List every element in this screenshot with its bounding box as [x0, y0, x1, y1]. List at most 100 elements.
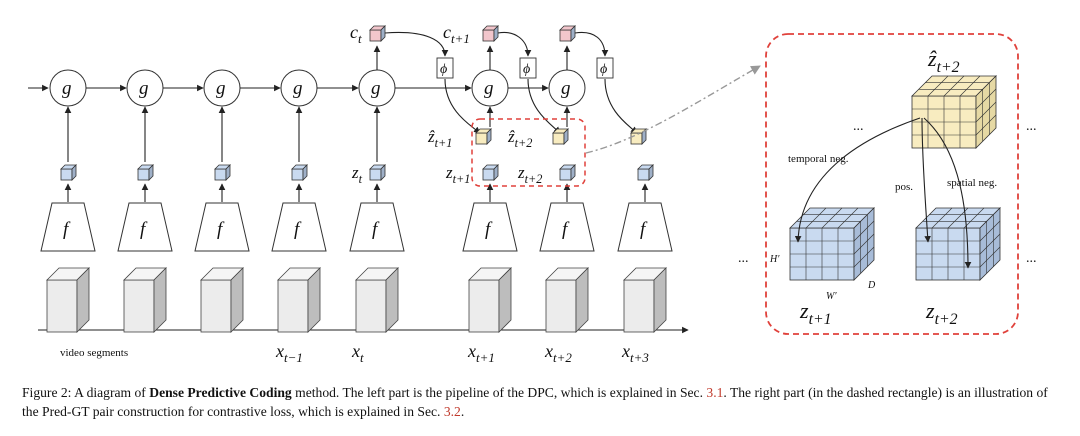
- aggregator-g: g: [358, 69, 396, 107]
- dpc-diagram: f f f f f f f f g g g g g g g ϕ ϕ ϕ ct ct+1 ẑt+1 ẑt+2 zt zt+1 zt…: [28, 22, 1037, 365]
- encoder-f: f: [539, 202, 595, 252]
- feature-cube: [369, 164, 386, 181]
- phi-label: ϕ: [523, 62, 530, 77]
- label-x-3: xt+2: [544, 341, 572, 365]
- pred-gt-dashed-box: [471, 118, 586, 187]
- encoder-f: f: [462, 202, 518, 252]
- spatial-neg-label: spatial neg.: [947, 177, 997, 189]
- predicted-feature-cube: [911, 75, 997, 149]
- f-label: f: [63, 219, 71, 240]
- feature-cube: [291, 164, 308, 181]
- phi-to-pred-arrow: [604, 78, 638, 134]
- f-label: f: [217, 219, 225, 240]
- caption-middle2: . The right part (in the dashed rectangl…: [22, 385, 1048, 419]
- aggregator-g: g: [203, 69, 241, 107]
- label-z-t: zt: [351, 163, 363, 186]
- context-to-phi-arrow: [574, 31, 609, 57]
- aggregator-g: g: [126, 69, 164, 107]
- label-zhat-t2: ẑt+2: [507, 127, 532, 150]
- f-label: f: [140, 219, 148, 240]
- g-label: g: [561, 78, 571, 99]
- video-segments-label: video segments: [60, 347, 128, 359]
- phi-label: ϕ: [440, 62, 447, 77]
- ellipsis-bottom-left: ...: [738, 251, 749, 266]
- label-zhat-t2-right: ẑt+2: [927, 46, 960, 76]
- g-label: g: [139, 78, 149, 99]
- feature-cube: [559, 164, 576, 181]
- g-label: g: [62, 78, 72, 99]
- phi-label: ϕ: [600, 62, 607, 77]
- g-label: g: [484, 78, 494, 99]
- d-label: D: [867, 280, 876, 291]
- predictor-phi: ϕ: [436, 57, 454, 79]
- f-label: f: [485, 219, 493, 240]
- video-segment: [623, 267, 667, 333]
- pos-label: pos.: [895, 181, 913, 193]
- video-segment: [468, 267, 512, 333]
- f-label: f: [562, 219, 570, 240]
- f-label: f: [372, 219, 380, 240]
- aggregator-g: g: [280, 69, 318, 107]
- w-prime-label: W′: [826, 291, 837, 302]
- ellipsis-top-right: ...: [1026, 119, 1037, 134]
- f-label: f: [294, 219, 302, 240]
- temporal-neg-arrow: [794, 117, 921, 243]
- spatial-neg-arrow: [923, 117, 972, 269]
- section-ref-3-1[interactable]: 3.1: [706, 385, 724, 400]
- predicted-cube: [552, 128, 569, 145]
- feature-cube: [637, 164, 654, 181]
- encoder-f: f: [117, 202, 173, 252]
- g-label: g: [293, 78, 303, 99]
- caption-bold: Dense Predictive Coding: [149, 385, 292, 400]
- video-segment: [355, 267, 399, 333]
- label-c-t1: ct+1: [443, 22, 470, 46]
- context-cube: [369, 25, 386, 42]
- encoder-f: f: [349, 202, 405, 252]
- label-c-t: ct: [350, 22, 362, 46]
- feature-cube: [60, 164, 77, 181]
- encoder-f: f: [617, 202, 673, 252]
- gt-feature-cube-t2: [915, 207, 1001, 281]
- context-cube: [559, 25, 576, 42]
- context-to-phi-arrow: [497, 31, 532, 57]
- video-segment: [46, 267, 90, 333]
- label-x-0: xt−1: [275, 341, 303, 365]
- g-label: g: [371, 78, 381, 99]
- f-label: f: [640, 219, 648, 240]
- caption-suffix: .: [460, 404, 465, 419]
- ellipsis-top-left: ...: [853, 119, 864, 134]
- video-segment: [123, 267, 167, 333]
- feature-cube: [137, 164, 154, 181]
- feature-cube: [482, 164, 499, 181]
- predictor-phi: ϕ: [596, 57, 614, 79]
- aggregator-g: g: [471, 69, 509, 107]
- video-segment: [277, 267, 321, 333]
- video-segment: [200, 267, 244, 333]
- g-label: g: [216, 78, 226, 99]
- label-x-2: xt+1: [467, 341, 495, 365]
- label-x-1: xt: [351, 341, 364, 365]
- video-segment: [545, 267, 589, 333]
- label-z-t2: zt+2: [517, 163, 542, 186]
- predicted-cube: [475, 128, 492, 145]
- section-ref-3-2[interactable]: 3.2: [443, 404, 461, 419]
- aggregator-g: g: [548, 69, 586, 107]
- label-z-t2-right: zt+2: [925, 298, 958, 328]
- caption-middle: method. The left part is the pipeline of…: [291, 385, 707, 400]
- caption-prefix: Figure 2: A diagram of: [22, 385, 150, 400]
- figure-caption: Figure 2: A diagram of Dense Predictive …: [22, 383, 1062, 421]
- encoder-f: f: [40, 202, 96, 252]
- positive-arrow: [921, 117, 931, 243]
- predictor-phi: ϕ: [519, 57, 537, 79]
- gt-feature-cube-t1: [789, 207, 875, 281]
- aggregator-g: g: [49, 69, 87, 107]
- ellipsis-bottom-right: ...: [1026, 251, 1037, 266]
- h-prime-label: H′: [769, 254, 780, 265]
- context-cube: [482, 25, 499, 42]
- label-z-t1-right: zt+1: [799, 298, 832, 328]
- label-zhat-t1: ẑt+1: [427, 127, 452, 150]
- phi-to-pred-arrow: [444, 78, 481, 134]
- temporal-neg-label: temporal neg.: [788, 153, 849, 165]
- encoder-f: f: [194, 202, 250, 252]
- label-z-t1: zt+1: [445, 163, 470, 186]
